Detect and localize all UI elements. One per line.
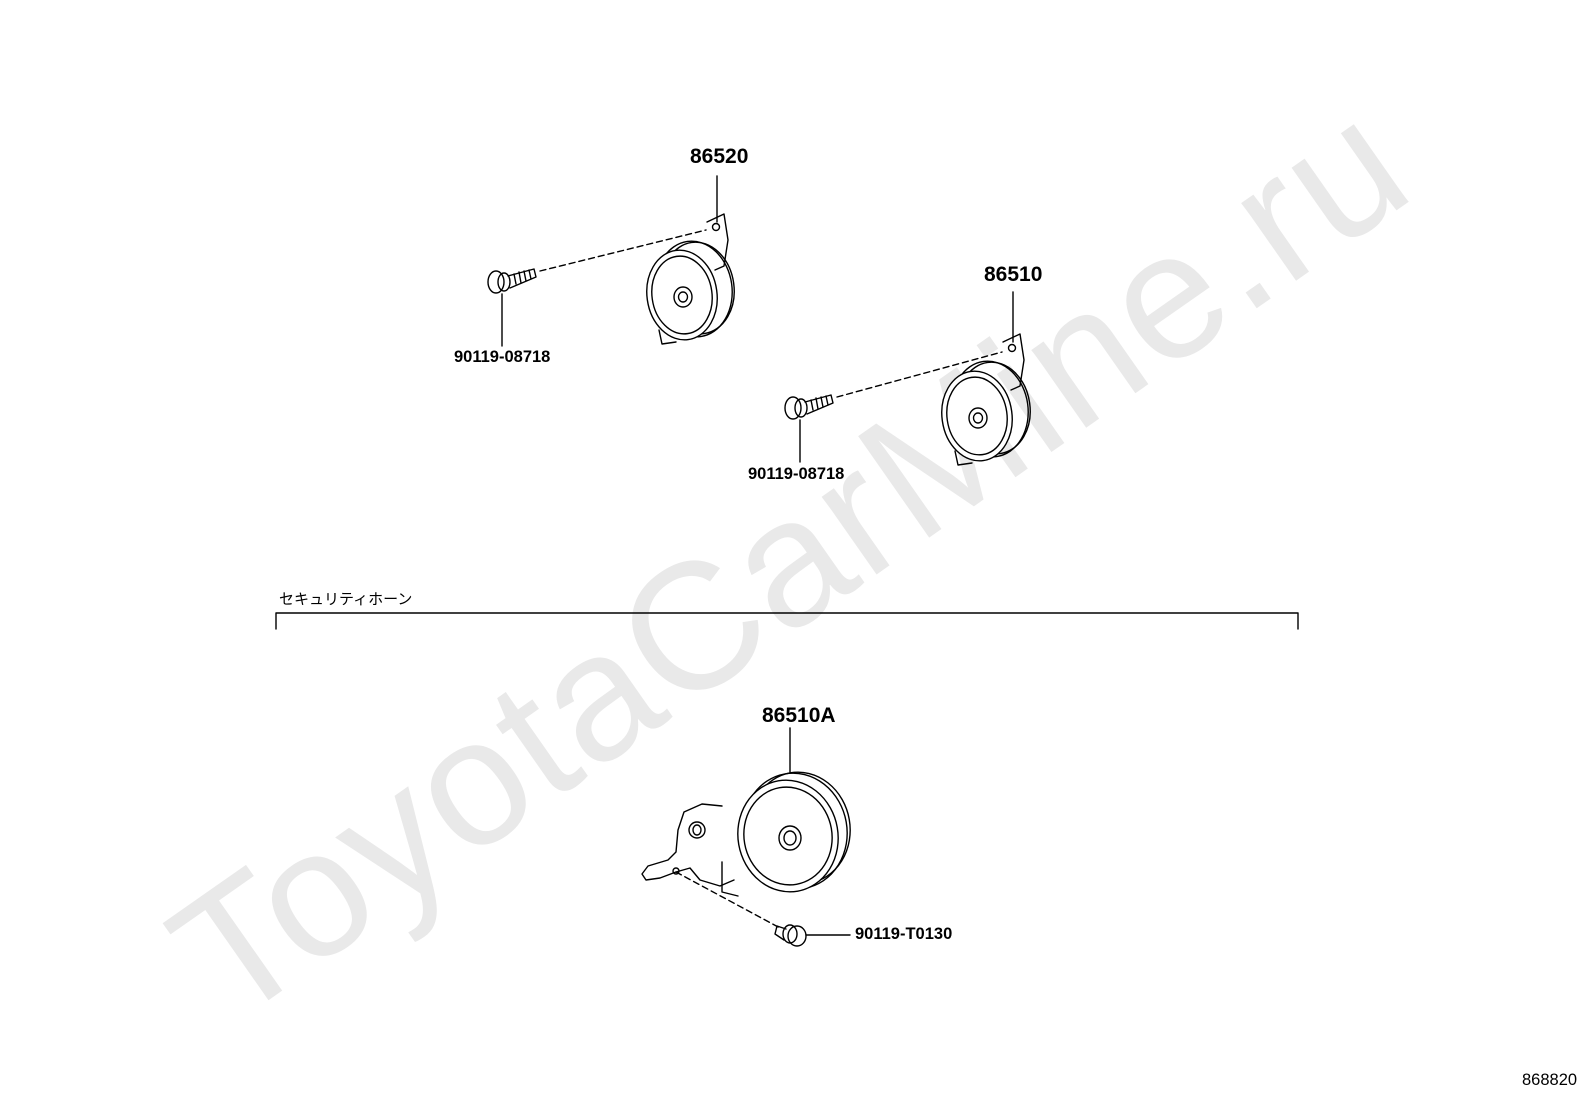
label-86510A: 86510A [762,704,836,727]
label-86510: 86510 [984,263,1043,286]
figure-id: 868820 [1522,1071,1578,1089]
horn-86520-illustration [646,213,735,345]
bolt-90119-08718-lower [784,394,834,420]
dashed-line-middle [836,351,1003,398]
bolt-90119-08718-upper [487,268,537,294]
bolt-90119-T0130 [774,924,807,947]
section-bracket [275,612,1299,630]
dashed-line-upper [539,229,707,272]
label-90119-08718-lower: 90119-08718 [748,465,845,483]
dashed-line-lower [675,871,781,929]
label-86520: 86520 [690,145,749,168]
label-90119-T0130: 90119-T0130 [855,925,953,943]
horn-86510A-illustration [641,771,851,897]
section-title: セキュリティホーン [279,590,413,608]
horn-86510-illustration [941,333,1031,466]
label-90119-08718-upper: 90119-08718 [454,348,551,366]
